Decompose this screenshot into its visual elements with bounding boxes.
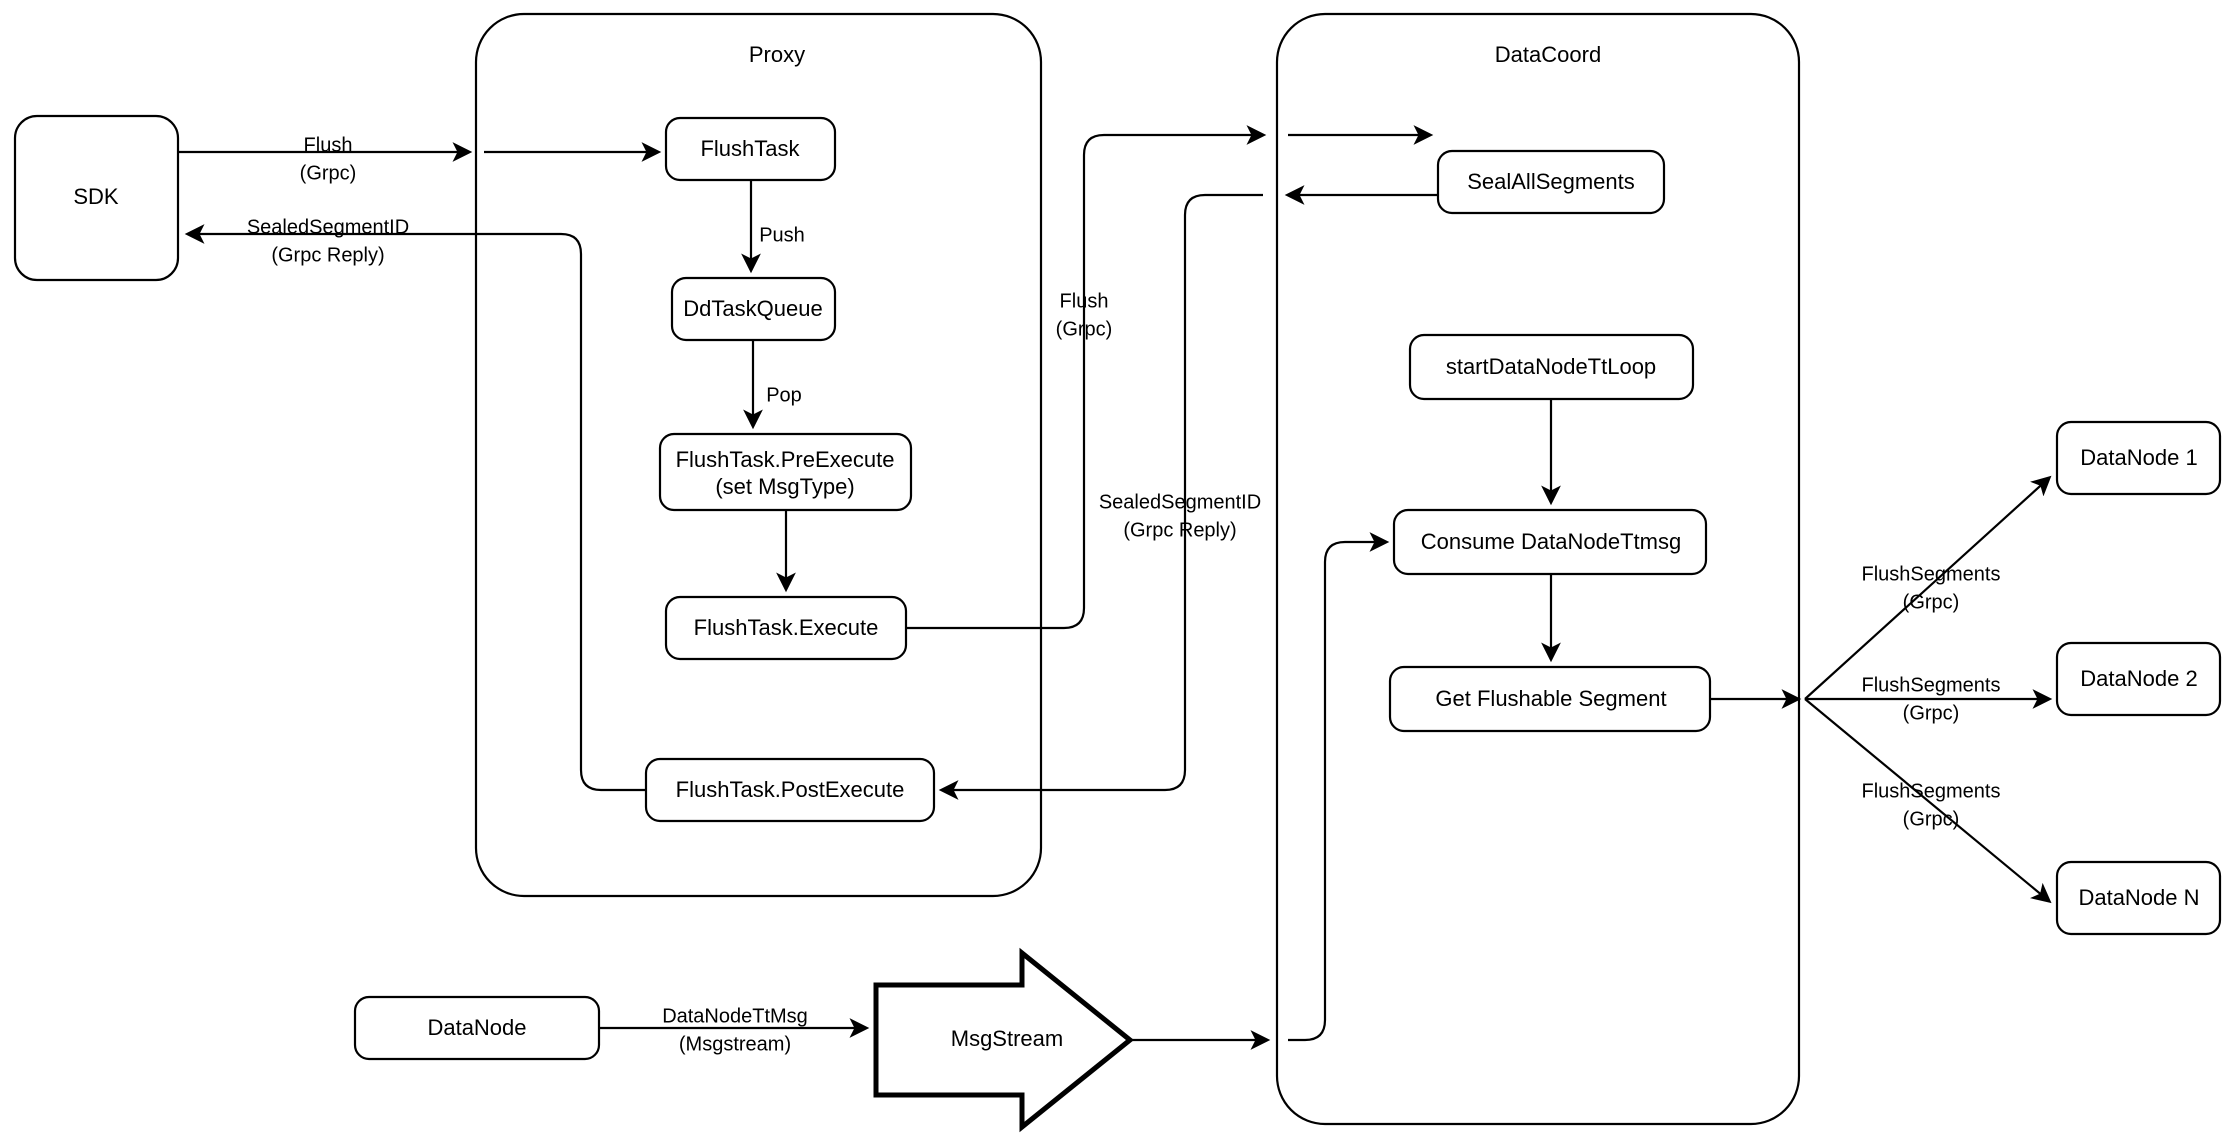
node-datanode-n-label: DataNode N bbox=[2078, 885, 2199, 910]
edge-execute-to-datacoord bbox=[906, 125, 1267, 630]
edge-label-datanode-ttmsg-line1: DataNodeTtMsg bbox=[662, 1005, 808, 1027]
edge-label-proxy-to-sdk-line1: SealedSegmentID bbox=[247, 216, 409, 238]
edge-label-proxy-to-datacoord-line2: (Grpc) bbox=[1056, 318, 1113, 340]
edge-label-sdk-to-proxy-line2: (Grpc) bbox=[300, 162, 357, 184]
node-datanode-1-label: DataNode 1 bbox=[2080, 445, 2197, 470]
edge-label-flush-segments-2-line1: FlushSegments bbox=[1862, 674, 2001, 696]
edge-label-flush-segments-1-line2: (Grpc) bbox=[1903, 591, 1960, 613]
node-datanode-2-label: DataNode 2 bbox=[2080, 666, 2197, 691]
node-flush-task-postexecute-label: FlushTask.PostExecute bbox=[676, 777, 905, 802]
node-flush-task-execute-label: FlushTask.Execute bbox=[694, 615, 879, 640]
edge-datacoord-rail-to-consume bbox=[1288, 532, 1390, 1042]
node-consume-datanode-ttmsg-label: Consume DataNodeTtmsg bbox=[1421, 529, 1681, 554]
node-msgstream[interactable] bbox=[873, 947, 1134, 1133]
edge-label-proxy-to-datacoord-line1: Flush bbox=[1060, 290, 1109, 312]
node-datanode-1[interactable] bbox=[2055, 420, 2222, 496]
container-proxy-label: Proxy bbox=[749, 42, 805, 67]
node-flush-task-preexecute-label-line2: (set MsgType) bbox=[715, 474, 854, 499]
node-datanode-source-label: DataNode bbox=[427, 1015, 526, 1040]
node-flush-task-preexecute-label-line1: FlushTask.PreExecute bbox=[676, 447, 895, 472]
node-sdk-label: SDK bbox=[73, 184, 119, 209]
edge-label-push: Push bbox=[759, 224, 805, 246]
node-seal-all-segments-label: SealAllSegments bbox=[1467, 169, 1635, 194]
node-start-datanode-tt-loop-label: startDataNodeTtLoop bbox=[1446, 354, 1656, 379]
edge-junction-to-datanode-n bbox=[1804, 698, 2052, 904]
edge-label-flush-segments-2-line2: (Grpc) bbox=[1903, 702, 1960, 724]
node-sdk[interactable] bbox=[13, 114, 180, 282]
node-dd-task-queue-label: DdTaskQueue bbox=[683, 296, 822, 321]
edge-label-proxy-to-sdk-line2: (Grpc Reply) bbox=[271, 244, 384, 266]
edge-label-flush-segments-n-line2: (Grpc) bbox=[1903, 808, 1960, 830]
edge-label-flush-segments-1-line1: FlushSegments bbox=[1862, 563, 2001, 585]
node-datanode-n[interactable] bbox=[2055, 860, 2222, 936]
edge-label-pop: Pop bbox=[766, 384, 802, 406]
edge-postexecute-to-left-rail bbox=[184, 224, 646, 792]
node-seal-all-segments[interactable] bbox=[1436, 149, 1666, 215]
edge-label-flush-segments-n-line1: FlushSegments bbox=[1862, 780, 2001, 802]
edge-label-sdk-to-proxy-line1: Flush bbox=[304, 134, 353, 156]
edge-label-datacoord-to-proxy-line2: (Grpc Reply) bbox=[1123, 519, 1236, 541]
node-flush-task-label: FlushTask bbox=[700, 136, 800, 161]
edge-datacoord-to-postexecute bbox=[938, 193, 1263, 800]
edge-label-datanode-ttmsg-line2: (Msgstream) bbox=[679, 1033, 791, 1055]
edge-label-datacoord-to-proxy-line1: SealedSegmentID bbox=[1099, 491, 1261, 513]
node-datanode-2[interactable] bbox=[2055, 641, 2222, 717]
container-datacoord-label: DataCoord bbox=[1495, 42, 1601, 67]
node-get-flushable-segment-label: Get Flushable Segment bbox=[1435, 686, 1666, 711]
edge-junction-to-datanode-1 bbox=[1804, 475, 2052, 700]
node-msgstream-label: MsgStream bbox=[951, 1026, 1063, 1051]
